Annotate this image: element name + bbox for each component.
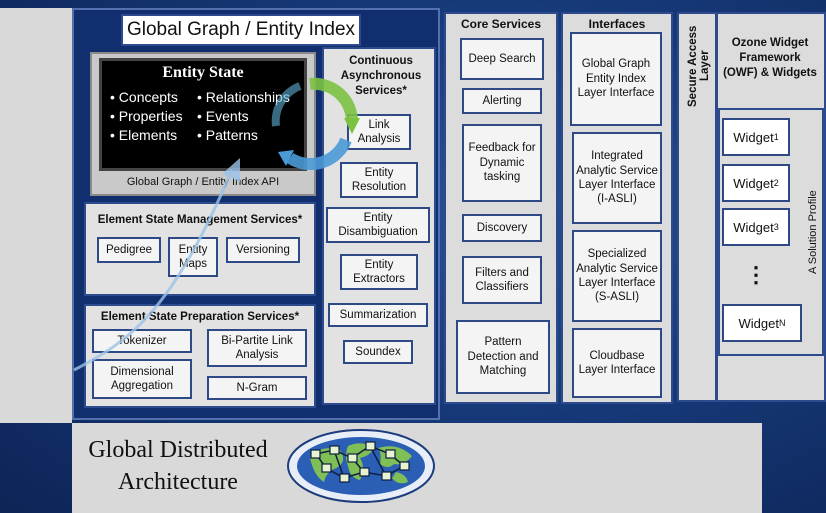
- cloudbase-interface-box: Cloudbase Layer Interface: [572, 328, 662, 398]
- feedback-dynamic-tasking-box: Feedback for Dynamic tasking: [462, 124, 542, 202]
- left-gray-frame: [0, 8, 72, 423]
- flow-arrow-icon: [73, 158, 240, 372]
- entity-state-title: Entity State: [162, 64, 244, 81]
- bullet-properties: • Properties: [110, 108, 183, 124]
- global-graph-interface-box: Global Graph Entity Index Layer Interfac…: [570, 32, 662, 126]
- alerting-box: Alerting: [462, 88, 542, 114]
- globe-network-icon: [287, 429, 435, 503]
- entity-extractors-box: Entity Extractors: [340, 254, 418, 290]
- bullet-relationships: • Relationships: [197, 89, 290, 105]
- filters-classifiers-box: Filters and Classifiers: [462, 256, 542, 304]
- bi-partite-link-analysis-box: Bi-Partite Link Analysis: [207, 329, 307, 367]
- secure-access-label: Secure Access Layer: [687, 25, 711, 107]
- solution-profile-label: A Solution Profile: [807, 190, 819, 274]
- bullet-events: • Events: [197, 108, 249, 124]
- interfaces-title: Interfaces: [588, 17, 646, 31]
- dimensional-aggregation-box: Dimensional Aggregation: [92, 359, 192, 399]
- pattern-detection-box: Pattern Detection and Matching: [456, 320, 550, 394]
- core-services-title: Core Services: [460, 17, 542, 31]
- continuous-services-title: Continuous Asynchronous Services*: [340, 55, 422, 97]
- owf-title: Ozone Widget Framework (OWF) & Widgets: [723, 37, 817, 79]
- cycle-arrows-icon: [271, 77, 360, 170]
- page-title: Global Graph / Entity Index: [121, 14, 361, 46]
- secure-access-panel: [677, 12, 717, 402]
- widget-ellipsis: ⋮: [745, 262, 767, 287]
- api-label: Global Graph / Entity Index API: [126, 176, 280, 188]
- discovery-box: Discovery: [462, 214, 542, 242]
- i-asli-box: Integrated Analytic Service Layer Interf…: [572, 132, 662, 224]
- entity-state-bullets-right: • Relationships • Events • Patterns: [197, 88, 307, 145]
- entity-disambiguation-box: Entity Disambiguation: [326, 207, 430, 243]
- soundex-box: Soundex: [343, 340, 413, 364]
- summarization-box: Summarization: [328, 303, 428, 327]
- element-state-management-title: Element State Management Services*: [97, 214, 303, 226]
- entity-state-bullets-left: • Concepts • Properties • Elements: [110, 88, 206, 145]
- versioning-box: Versioning: [226, 237, 300, 263]
- s-asli-box: Specialized Analytic Service Layer Inter…: [572, 230, 662, 322]
- bullet-elements: • Elements: [110, 127, 178, 143]
- entity-resolution-box: Entity Resolution: [340, 162, 418, 198]
- deep-search-box: Deep Search: [460, 38, 544, 80]
- pedigree-box: Pedigree: [97, 237, 161, 263]
- global-architecture-text: Global Distributed Architecture: [88, 437, 268, 496]
- bullet-concepts: • Concepts: [110, 89, 178, 105]
- n-gram-box: N-Gram: [207, 376, 307, 400]
- bullet-patterns: • Patterns: [197, 127, 258, 143]
